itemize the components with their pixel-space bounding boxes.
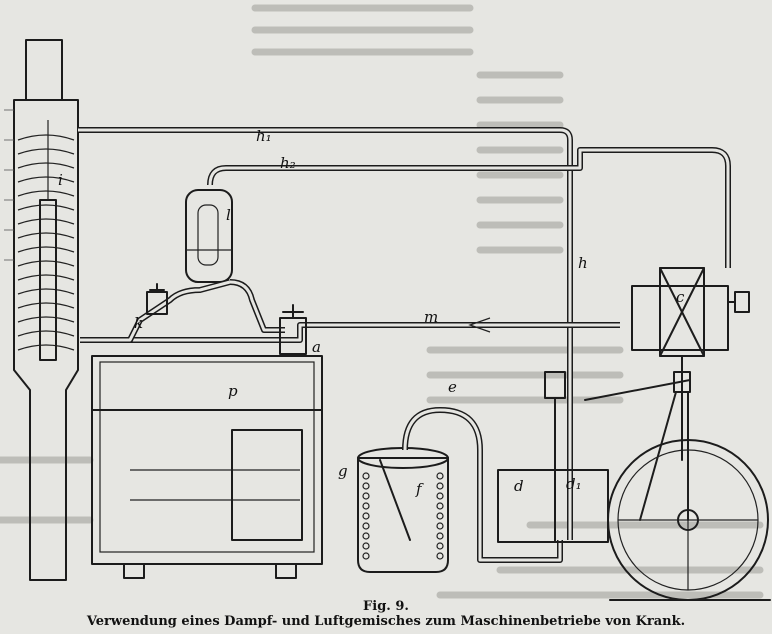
coil-turn [17,134,75,141]
tank-coil-turn [362,502,370,510]
tank-coil-turn [362,492,370,500]
coil-turn [17,232,75,239]
tank-coil-turn [436,492,444,500]
coil-turn [17,162,75,169]
valve-a [229,279,307,355]
coil-turn [17,176,75,183]
boiler-column-i [4,39,79,581]
label-d: d [514,477,524,495]
tank-f [357,447,449,573]
label-h: h [578,254,588,272]
tank-coil-turn [436,542,444,550]
label-e: e [448,378,457,396]
separator-l [185,189,233,283]
coil-turn [17,190,75,197]
label-c: c [676,288,685,306]
coil-turn [17,330,75,337]
boiler-p [91,355,323,579]
coil-turn [17,288,75,295]
label-k: k [134,314,143,332]
tank-coil-turn [436,532,444,540]
coil-turn [17,274,75,281]
coil-turn [17,302,75,309]
tank-coil-turn [362,542,370,550]
tank-coil-turn [436,472,444,480]
pipe-h1 [78,127,573,540]
tank-coil-turn [436,522,444,530]
tank-coil-turn [362,532,370,540]
coil-turn [17,344,75,351]
engine-frame [497,371,691,543]
tank-coil-turn [362,482,370,490]
coil-turn [17,316,75,323]
label-p: p [228,382,238,400]
figure-number: Fig. 9. [363,599,409,614]
label-d1: d₁ [566,475,582,493]
coil-turn [17,148,75,155]
label-h1: h₁ [256,127,272,145]
label-f: f [415,480,424,498]
coil-turn [17,204,75,211]
label-m: m [424,308,438,326]
valve-k [80,279,231,343]
label-l: l [226,206,231,224]
flywheel [607,439,771,601]
label-g: g [338,462,348,480]
tank-coil-turn [362,512,370,520]
tank-coil-turn [362,522,370,530]
tank-coil-turn [436,482,444,490]
tank-coil-turn [436,552,444,560]
pipe-e [402,407,563,563]
background-text-bleed [0,4,764,599]
tank-coil-turn [362,472,370,480]
coil-turn [17,218,75,225]
coil-turn [17,260,75,267]
pipe-m [100,317,620,343]
coil-turn [17,246,75,253]
tank-coil-turn [362,552,370,560]
label-h2: h₂ [280,154,296,172]
tank-coil-turn [436,512,444,520]
label-i: i [58,171,63,189]
tank-coil-turn [436,502,444,510]
label-a: a [312,338,321,356]
cylinder-c [631,267,750,461]
pipe-h2 [207,147,731,268]
connecting-rods [639,391,689,521]
figure-caption: Verwendung eines Dampf- und Luftgemische… [86,614,686,629]
